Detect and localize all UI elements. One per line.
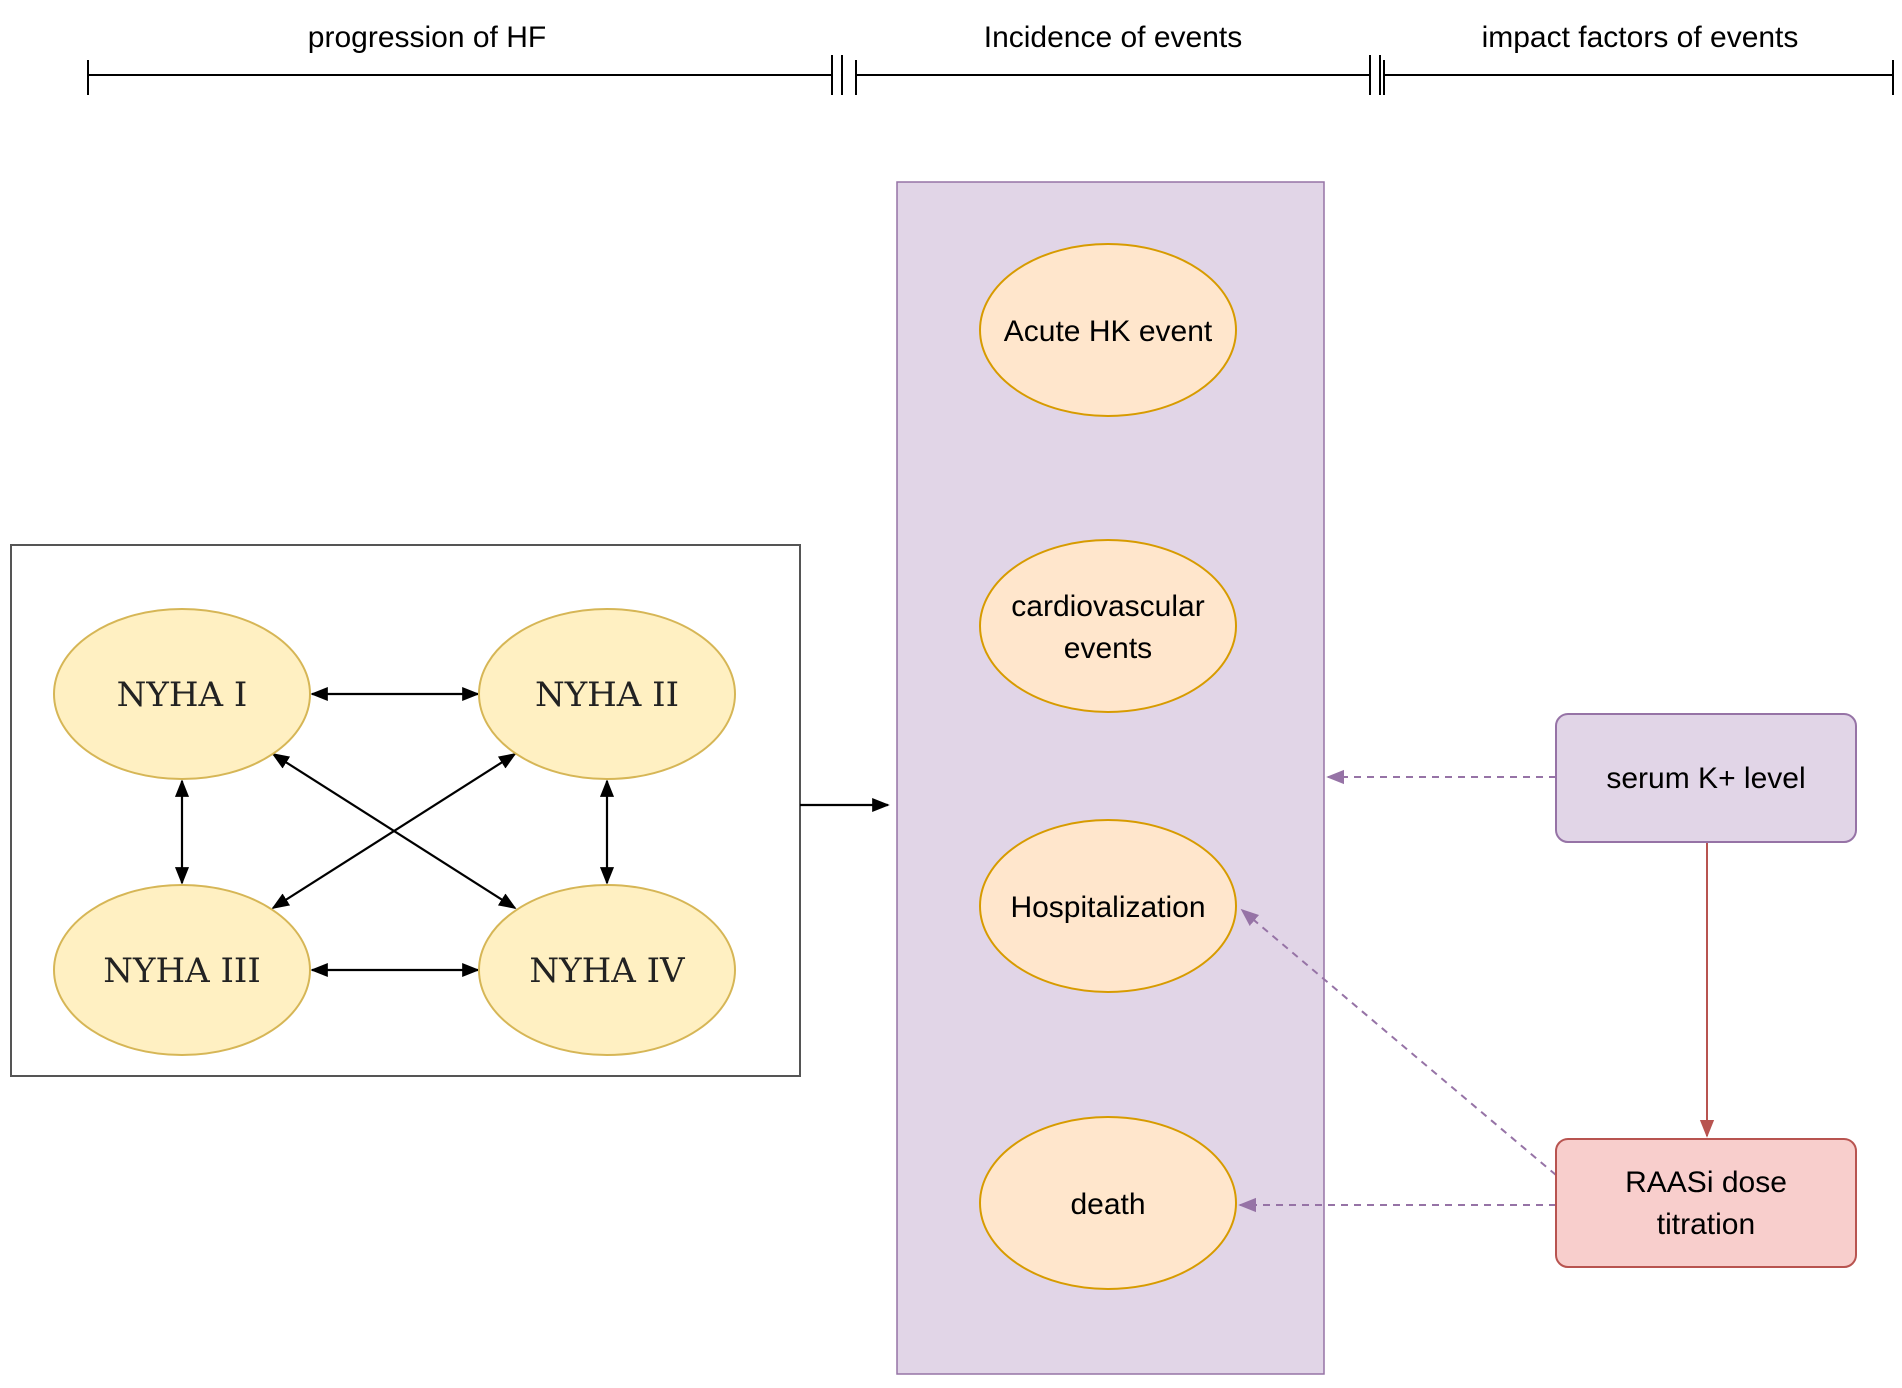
nyha-transition-arrows xyxy=(174,686,615,978)
cardiovascular-events-node: cardiovascular events xyxy=(979,539,1237,713)
raasi-dose-titration-box: RAASi dose titration xyxy=(1555,1138,1857,1268)
nyha-2-label: NYHA II xyxy=(535,675,679,715)
hospitalization-label: Hospitalization xyxy=(1010,891,1205,924)
nyha-1-node: NYHA I xyxy=(53,608,311,780)
nyha-3-label: NYHA III xyxy=(103,951,261,991)
death-node: death xyxy=(979,1116,1237,1290)
header-progression-span xyxy=(87,55,843,95)
header-progression-label: progression of HF xyxy=(308,21,546,54)
arrow-nyha2-nyha3 xyxy=(271,753,517,909)
nyha-2-node: NYHA II xyxy=(478,608,736,780)
serum-k-level-box: serum K+ level xyxy=(1555,713,1857,843)
header-incidence-label: Incidence of events xyxy=(984,21,1243,54)
events-panel: Acute HK event cardiovascular events Hos… xyxy=(896,181,1325,1375)
cardiovascular-events-label-line2: events xyxy=(1064,632,1152,665)
arrow-raasi-to-hospitalization xyxy=(1240,908,1557,1176)
raasi-dose-titration-label-line1: RAASi dose xyxy=(1625,1166,1787,1199)
timeline-header: progression of HF Incidence of events im… xyxy=(87,21,1894,95)
acute-hk-event-node: Acute HK event xyxy=(979,243,1237,417)
cardiovascular-events-label-line1: cardiovascular xyxy=(1011,590,1204,623)
raasi-dose-titration-label-line2: titration xyxy=(1657,1208,1755,1241)
header-incidence-span xyxy=(855,55,1381,95)
header-impact-span xyxy=(1383,60,1894,95)
nyha-progression-box: NYHA I NYHA II NYHA III NYHA IV xyxy=(10,544,801,1077)
hospitalization-node: Hospitalization xyxy=(979,819,1237,993)
nyha-4-label: NYHA IV xyxy=(529,951,686,991)
nyha-3-node: NYHA III xyxy=(53,884,311,1056)
header-impact-label: impact factors of events xyxy=(1482,21,1799,54)
nyha-4-node: NYHA IV xyxy=(478,884,736,1056)
nyha-1-label: NYHA I xyxy=(117,675,248,715)
death-label: death xyxy=(1070,1188,1145,1221)
acute-hk-event-label: Acute HK event xyxy=(1004,315,1213,348)
serum-k-level-label: serum K+ level xyxy=(1606,762,1805,795)
